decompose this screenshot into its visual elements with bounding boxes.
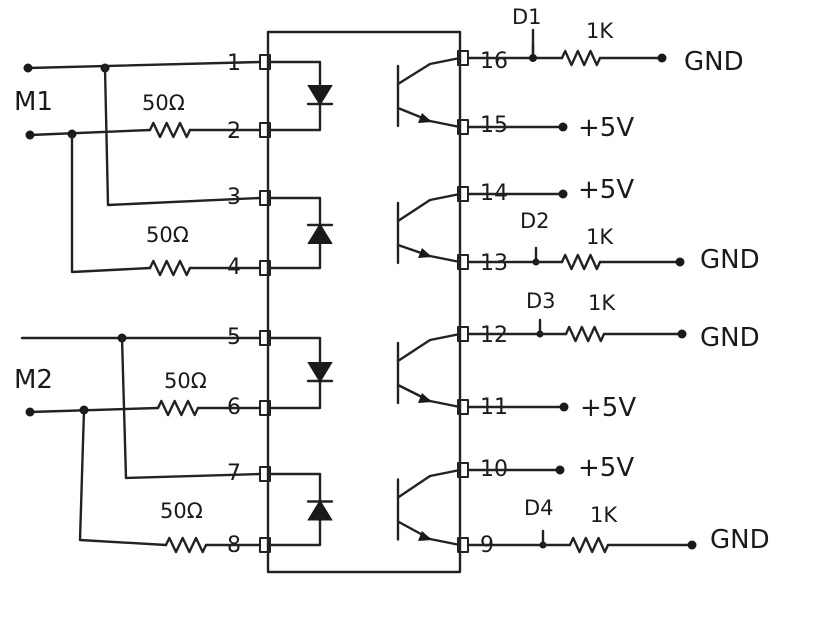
terminal-gnd-pin12 — [677, 329, 687, 339]
transistor-collector-1 — [396, 56, 462, 86]
resistor-label-1k-4: 1K — [590, 503, 618, 527]
net-label-gnd-2: GND — [700, 245, 760, 275]
net-label-gnd-1: GND — [684, 47, 744, 77]
diode-label-d1: D1 — [512, 5, 542, 29]
terminal-gnd-pin13 — [675, 257, 685, 267]
transistor-arrow-4 — [418, 531, 432, 541]
motor-label-m1: M1 — [14, 87, 53, 117]
terminal-vcc-pin14 — [558, 189, 568, 199]
pin-13-label: 13 — [480, 251, 508, 276]
transistor-collector-3 — [396, 332, 462, 363]
wire-m1-a — [26, 60, 262, 70]
diode-label-d3: D3 — [526, 289, 556, 313]
transistor-collector-4 — [396, 468, 462, 499]
led-loop-3 — [266, 336, 322, 410]
wire-m1-b-to-pin4 — [70, 132, 152, 274]
resistor-1k-pin16 — [560, 49, 602, 67]
net-label-5v-10: +5V — [578, 453, 634, 483]
wire-m1-b-left — [28, 128, 152, 137]
resistor-1k-pin13 — [560, 253, 602, 271]
resistor-label-1k-2: 1K — [586, 225, 614, 249]
pin-3-label: 3 — [227, 185, 241, 210]
transistor-arrow-2 — [418, 248, 432, 258]
net-label-5v-11: +5V — [580, 393, 636, 423]
pin-16-label: 16 — [480, 49, 508, 74]
terminal-m1-a — [23, 63, 33, 73]
resistor-pin8 — [164, 536, 208, 554]
resistor-pin2 — [148, 121, 192, 139]
junction-d1 — [529, 54, 537, 62]
net-label-5v-15: +5V — [578, 113, 634, 143]
resistor-label-1k-3: 1K — [588, 291, 616, 315]
wire-m2-b-to-pin8 — [78, 408, 168, 547]
diode-label-d2: D2 — [520, 209, 550, 233]
wire-m1-a-to-pin3 — [103, 66, 262, 207]
terminal-vcc-pin10 — [555, 465, 565, 475]
terminal-m2-b — [25, 407, 35, 417]
net-label-gnd-4: GND — [710, 525, 770, 555]
wiring — [20, 28, 697, 550]
terminal-vcc-pin15 — [558, 122, 568, 132]
resistor-label-1k-1: 1K — [586, 19, 614, 43]
transistor-emitter-1 — [396, 106, 462, 129]
pin-2-label: 2 — [227, 119, 241, 144]
resistor-label-pin2: 50Ω — [142, 91, 185, 115]
resistor-label-pin4: 50Ω — [146, 223, 189, 247]
wire-m2-b-left — [28, 406, 160, 414]
resistor-label-pin6: 50Ω — [164, 369, 207, 393]
terminal-vcc-pin11 — [559, 402, 569, 412]
terminal-gnd-pin16 — [657, 53, 667, 63]
pin-15-label: 15 — [480, 113, 508, 138]
resistor-1k-pin12 — [564, 325, 606, 343]
motor-label-m2: M2 — [14, 365, 53, 395]
diode-label-d4: D4 — [524, 496, 554, 520]
terminal-gnd-pin9 — [687, 540, 697, 550]
components — [148, 49, 610, 554]
net-label-gnd-3: GND — [700, 323, 760, 353]
pin-12-label: 12 — [480, 323, 508, 348]
transistor-arrow-1 — [418, 113, 432, 123]
transistor-arrow-3 — [418, 393, 432, 403]
transistor-emitter-3 — [396, 383, 462, 409]
led-diode-4 — [307, 499, 333, 521]
pin-7-label: 7 — [227, 461, 241, 486]
resistor-pin4 — [148, 259, 192, 277]
transistor-emitter-4 — [396, 520, 462, 547]
wire-m2-a-to-pin7 — [120, 336, 262, 480]
led-loop-1 — [266, 60, 322, 132]
led-diode-2 — [307, 223, 333, 244]
ic-body — [266, 30, 462, 574]
resistor-pin6 — [156, 399, 200, 417]
net-label-5v-14: +5V — [578, 175, 634, 205]
transistor-emitter-2 — [396, 243, 462, 264]
resistor-1k-pin9 — [568, 536, 610, 554]
terminal-m1-b — [25, 130, 35, 140]
resistor-label-pin8: 50Ω — [160, 499, 203, 523]
transistor-collector-2 — [396, 192, 462, 223]
led-diode-3 — [307, 362, 333, 383]
led-diode-1 — [307, 85, 333, 106]
led-loop-2 — [266, 196, 322, 270]
led-loop-4 — [266, 472, 322, 547]
